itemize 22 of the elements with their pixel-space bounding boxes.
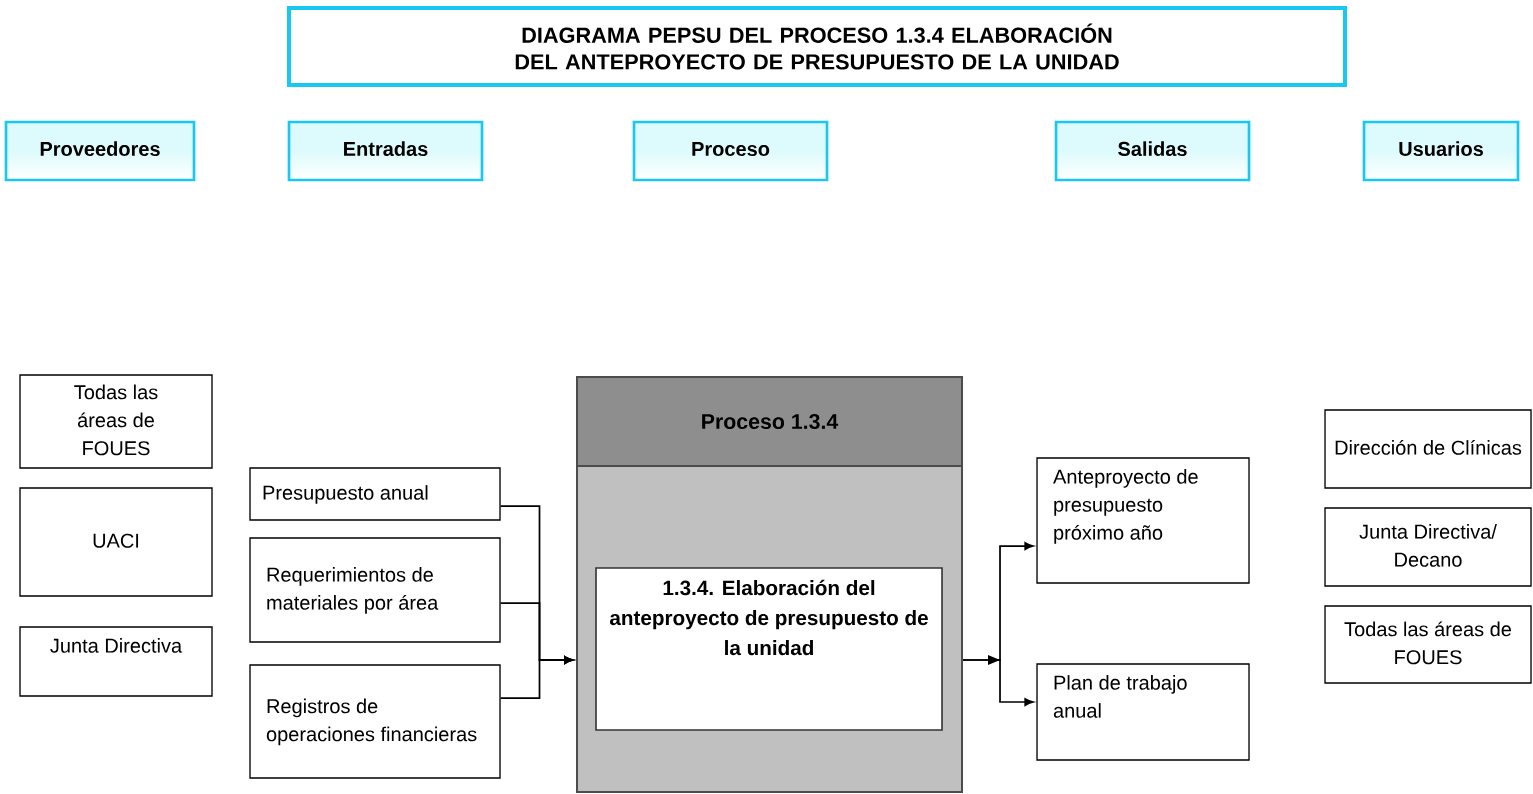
process-box: Todas las áreas de FOUES bbox=[1324, 605, 1532, 684]
process-box: Junta Directiva/ Decano bbox=[1324, 507, 1532, 587]
column-header: Entradas bbox=[287, 120, 484, 182]
column-header: Salidas bbox=[1054, 120, 1251, 182]
process-box: Plan de trabajo anual bbox=[1036, 663, 1250, 761]
process-box: Presupuesto anual bbox=[249, 467, 501, 521]
column-header: Usuarios bbox=[1362, 120, 1520, 182]
title-box: DIAGRAMA PEPSU DEL PROCESO 1.3.4 ELABORACIÓN DEL ANTEPROYECTO DE PRESUPUESTO DE LA UNIDAD bbox=[287, 6, 1347, 87]
arrow bbox=[499, 656, 574, 699]
process-box: Requerimientos de materiales por área bbox=[249, 537, 501, 643]
process-box: UACI bbox=[19, 487, 213, 597]
column-header: Proceso bbox=[632, 120, 829, 182]
header-band: Proceso 1.3.4 bbox=[576, 376, 963, 467]
arrowhead bbox=[988, 655, 1000, 665]
process-box: Junta Directiva bbox=[19, 626, 213, 697]
process-box: Dirección de Clínicas bbox=[1324, 409, 1532, 489]
process-box: Todas las áreas de FOUES bbox=[19, 374, 213, 469]
process-box: Anteproyecto de presupuesto próximo año bbox=[1036, 457, 1250, 584]
process-box: 1.3.4. Elaboración del anteproyecto de presupuesto de la unidad bbox=[595, 567, 943, 731]
process-box: Registros de operaciones financieras bbox=[249, 664, 501, 779]
column-header: Proveedores bbox=[4, 120, 196, 182]
arrow bbox=[962, 659, 1034, 706]
